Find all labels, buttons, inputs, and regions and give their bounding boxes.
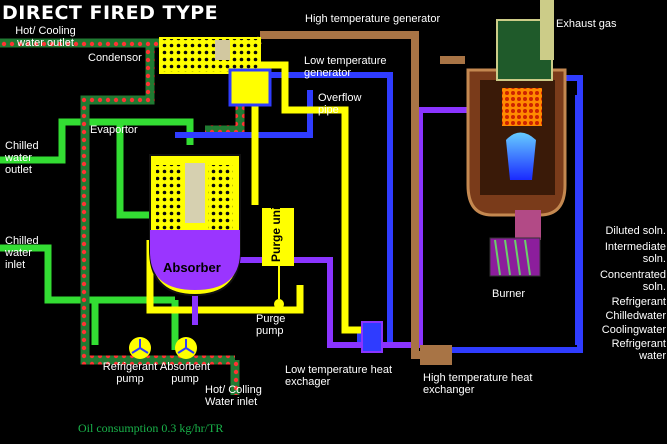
high-temperature-generator xyxy=(466,68,567,240)
label-purge-pump: Purge pump xyxy=(256,313,286,337)
low-temperature-heat-exchanger xyxy=(361,321,383,353)
label-burner: Burner xyxy=(492,288,526,300)
legend-coolingwater: Coolingwater xyxy=(601,324,666,336)
condenser-unit xyxy=(159,37,272,107)
label-exhaust-gas: Exhaust gas xyxy=(556,18,617,30)
purge-unit xyxy=(262,208,294,266)
oil-consumption-note: Oil consumption 0.3 kg/hr/TR xyxy=(78,421,224,435)
label-overflow-pipe: Overflow pipe xyxy=(318,92,362,116)
label-low-temp-generator: Low temperature generator xyxy=(304,55,387,79)
absorbent-pump-symbol xyxy=(175,337,197,359)
label-low-temp-heat-exchanger: Low temperature heat exchager xyxy=(285,364,393,388)
label-hot-cooling-outlet: Hot/ Cooling water outlet xyxy=(15,25,76,49)
label-high-temp-heat-exchanger: High temperature heat exchanger xyxy=(423,372,533,396)
legend-swatches xyxy=(575,95,581,345)
legend-diluted: Diluted soln. xyxy=(605,225,666,237)
high-temperature-heat-exchanger xyxy=(420,345,452,365)
label-high-temp-generator: High temperature generator xyxy=(305,13,441,25)
label-refrigerant-pump: Refrigerant pump xyxy=(102,361,158,385)
label-absorbent-pump: Absorbent pump xyxy=(159,361,211,385)
label-chilled-water-inlet: Chilled water inlet xyxy=(5,235,39,271)
purge-pump-symbol xyxy=(274,266,284,309)
legend-chilledwater: Chilledwater xyxy=(605,310,666,322)
legend-concentrated: Concentrated soln. xyxy=(599,269,666,293)
refrigerant-pump-symbol xyxy=(129,337,151,359)
concentrated-solution-piping xyxy=(146,61,365,334)
label-condensor: Condensor xyxy=(88,52,142,64)
diagram-title: DIRECT FIRED TYPE xyxy=(2,2,219,24)
exhaust-stack xyxy=(496,0,554,81)
legend: Diluted soln. Intermediate soln. Concent… xyxy=(584,225,666,362)
label-hot-colling-water-inlet: Hot/ Colling Water inlet xyxy=(205,384,262,408)
legend-refrigerant: Refrigerant xyxy=(611,296,666,308)
label-chilled-water-outlet: Chilled water outlet xyxy=(5,140,39,176)
label-absorber: Absorber xyxy=(163,260,221,275)
legend-refrigerant-water: Refrigerant water xyxy=(611,338,666,362)
evaporator-absorber-vessel xyxy=(149,154,241,297)
burner xyxy=(489,237,541,277)
label-evaporator: Evaportor xyxy=(90,124,138,136)
legend-intermediate: Intermediate soln. xyxy=(604,241,666,265)
label-purge-unit: Purge unit xyxy=(269,202,283,262)
